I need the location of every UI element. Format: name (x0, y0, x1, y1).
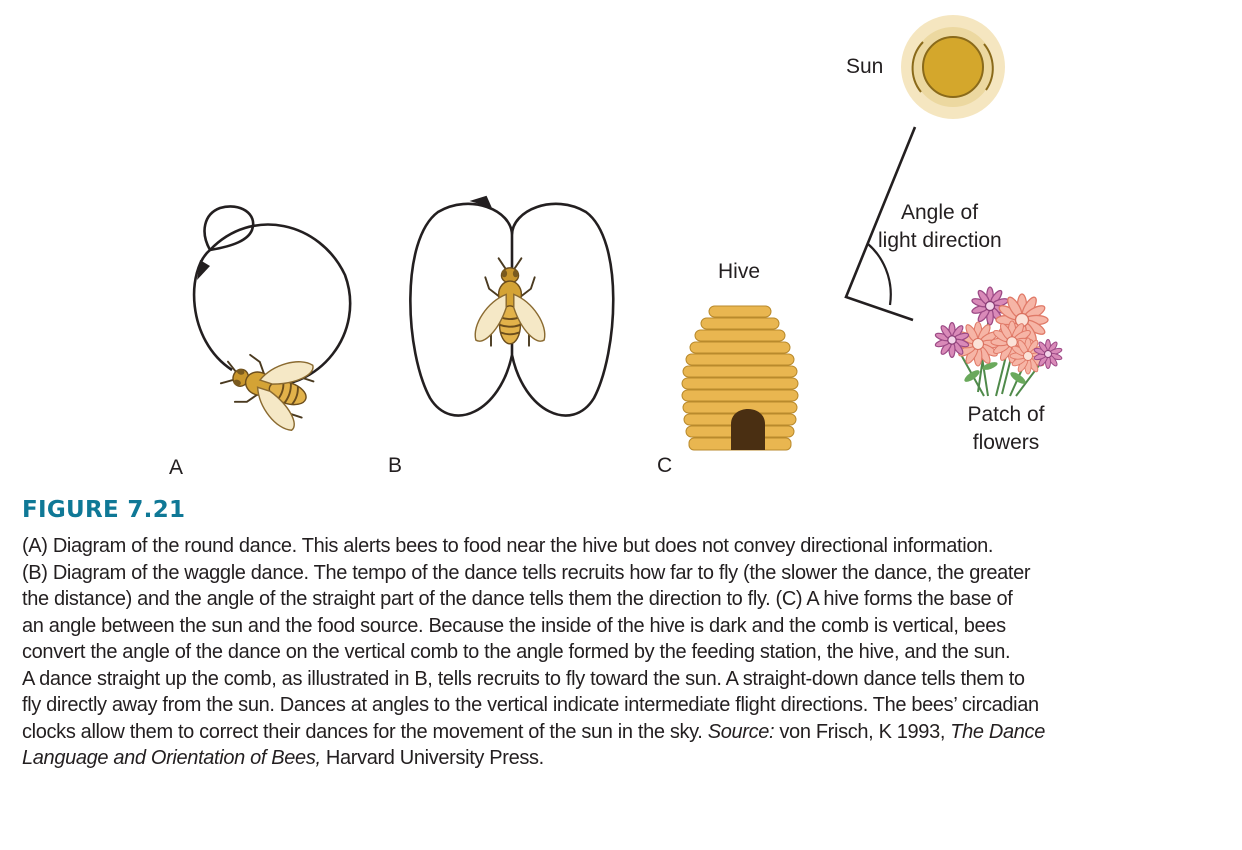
caption-line: convert the angle of the dance on the ve… (22, 641, 1011, 663)
caption-line: an angle between the sun and the food so… (22, 614, 1006, 637)
hive-entrance (731, 409, 765, 450)
angle-label-line1: Angle of (901, 201, 978, 224)
caption-line-source: clocks allow them to correct their dance… (22, 719, 1222, 746)
figure-illustration: Sun Angle of light direction Hive Patch … (169, 15, 1064, 479)
source-author: von Frisch, K 1993, (774, 720, 951, 743)
source-publisher: Harvard University Press. (320, 747, 544, 769)
caption-line: fly directly away from the sun. Dances a… (22, 694, 1039, 716)
caption-line: A dance straight up the comb, as illustr… (22, 667, 1025, 690)
hive-diagram (681, 15, 1064, 451)
arrowhead-icon (469, 195, 492, 208)
sun-label: Sun (846, 55, 883, 78)
figure-title: FIGURE 7.21 (22, 497, 186, 523)
panel-label-b: B (388, 454, 402, 477)
flowers-label-line1: Patch of (967, 403, 1044, 426)
caption-line-source-end: Language and Orientation of Bees, Harvar… (22, 745, 1222, 772)
bee-icon (474, 257, 546, 347)
figure-caption: (A) Diagram of the round dance. This ale… (22, 533, 1222, 772)
panel-label-a: A (169, 456, 183, 479)
waggle-dance-diagram (409, 195, 615, 417)
sun-icon (901, 15, 1005, 119)
caption-line: (A) Diagram of the round dance. This ale… (22, 535, 994, 557)
angle-label-line2: light direction (878, 229, 1002, 252)
flowers-label-line2: flowers (973, 431, 1040, 454)
caption-line: the distance) and the angle of the strai… (22, 588, 1013, 610)
hive-label: Hive (718, 260, 760, 283)
round-dance-loop (203, 205, 255, 252)
source-book-start: The Dance (950, 720, 1045, 743)
round-dance-diagram (192, 205, 352, 434)
flowers-icon (933, 286, 1064, 397)
arrowhead-icon (197, 260, 210, 280)
hive-icon (681, 305, 799, 451)
round-dance-path (192, 223, 352, 388)
caption-line: (B) Diagram of the waggle dance. The tem… (22, 561, 1031, 584)
panel-label-c: C (657, 454, 672, 477)
source-book-end: Language and Orientation of Bees, (22, 747, 321, 769)
source-label: Source: (707, 720, 775, 743)
bee-icon (212, 338, 320, 434)
angle-lines (844, 126, 917, 322)
caption-line: clocks allow them to correct their dance… (22, 720, 703, 743)
waggle-dance-path (409, 202, 615, 417)
